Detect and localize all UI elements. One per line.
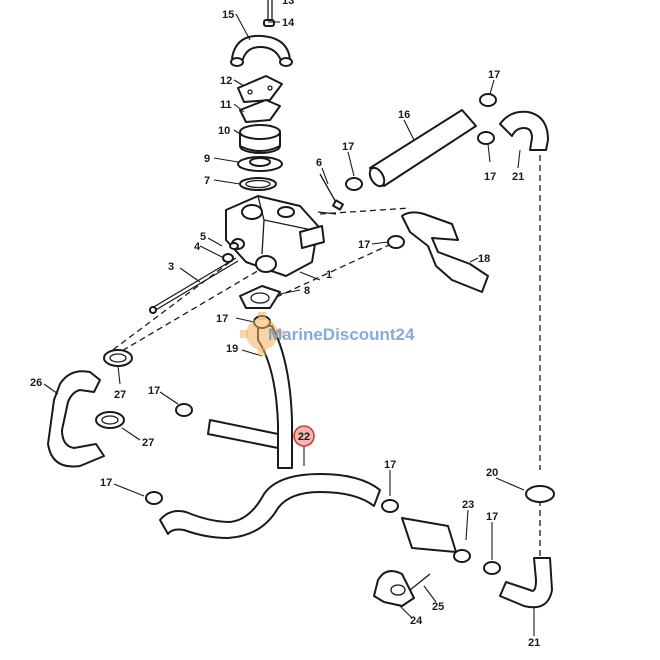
o-ring-part-7 xyxy=(239,177,277,191)
dashed-guide-lines xyxy=(109,155,541,560)
callout-17-a: 17 xyxy=(488,69,500,81)
callout-16: 16 xyxy=(398,109,410,121)
callout-17-g: 17 xyxy=(100,477,112,489)
tube-part-19 xyxy=(207,325,293,469)
callout-13: 13 xyxy=(282,0,294,7)
callout-11: 11 xyxy=(220,99,232,111)
housing-part-10 xyxy=(239,124,281,154)
clamp-part-27-lower xyxy=(95,411,125,429)
callout-23: 23 xyxy=(462,499,474,511)
screw-part-25 xyxy=(409,573,431,591)
callout-17-h: 17 xyxy=(384,459,396,471)
clamp-part-27-upper xyxy=(103,349,133,367)
callout-24: 24 xyxy=(410,615,423,627)
elbow-hose-part-21-lower xyxy=(499,557,553,609)
cover-plate-part-12 xyxy=(237,75,283,103)
gasket-part-8 xyxy=(239,285,281,309)
callout-8: 8 xyxy=(304,285,310,297)
callout-21-upper: 21 xyxy=(512,171,524,183)
bolt-part-6 xyxy=(317,173,344,215)
callout-17-e: 17 xyxy=(216,313,228,325)
clamp-part-20 xyxy=(525,485,555,503)
fitting-part-23 xyxy=(401,517,471,563)
callout-12: 12 xyxy=(220,75,232,87)
callout-26: 26 xyxy=(30,377,42,389)
leader-lines xyxy=(43,13,535,636)
callout-labels: 13 14 15 12 11 10 9 7 6 16 17 17 21 17 1… xyxy=(30,0,540,649)
screw-part-14 xyxy=(263,0,275,27)
callout-19: 19 xyxy=(226,343,238,355)
hose-part-16 xyxy=(368,109,477,188)
callout-4: 4 xyxy=(194,241,201,253)
hose-part-26 xyxy=(47,370,105,468)
thermostat-part-9 xyxy=(237,156,283,172)
elbow-hose-part-21-upper xyxy=(499,110,549,151)
highlight-callout-22[interactable]: 22 xyxy=(293,425,315,447)
bracket-part-24 xyxy=(373,570,415,607)
callout-7: 7 xyxy=(204,175,210,187)
rod-part-3 xyxy=(149,257,239,314)
callout-20: 20 xyxy=(486,467,498,479)
callout-6: 6 xyxy=(316,157,322,169)
callout-17-f: 17 xyxy=(148,385,160,397)
bracket-part-15 xyxy=(230,34,293,67)
callout-1: 1 xyxy=(326,269,332,281)
callout-18: 18 xyxy=(478,253,490,265)
fitting-part-5 xyxy=(229,242,239,250)
callout-17-d: 17 xyxy=(358,239,370,251)
callout-17-b: 17 xyxy=(484,171,496,183)
callout-21-lower: 21 xyxy=(528,637,540,649)
gear-icon xyxy=(240,312,284,356)
hose-part-22 xyxy=(159,473,381,539)
main-housing-part-1 xyxy=(225,195,325,277)
callout-10: 10 xyxy=(218,125,230,137)
callout-27-upper: 27 xyxy=(114,389,126,401)
callout-5: 5 xyxy=(200,231,206,243)
callout-17-c: 17 xyxy=(342,141,354,153)
callout-3: 3 xyxy=(168,261,174,273)
highlight-label: 22 xyxy=(298,431,310,443)
callout-9: 9 xyxy=(204,153,210,165)
callout-17-i: 17 xyxy=(486,511,498,523)
watermark-text: MarineDiscount24 xyxy=(268,325,415,344)
callout-15: 15 xyxy=(222,9,234,21)
gasket-part-11 xyxy=(239,99,281,123)
callout-27-lower: 27 xyxy=(142,437,154,449)
watermark: MarineDiscount24 xyxy=(240,312,415,356)
callout-25: 25 xyxy=(432,601,444,613)
callout-14: 14 xyxy=(282,17,295,29)
bent-tube-part-18 xyxy=(401,211,489,293)
fitting-part-4 xyxy=(222,253,234,263)
